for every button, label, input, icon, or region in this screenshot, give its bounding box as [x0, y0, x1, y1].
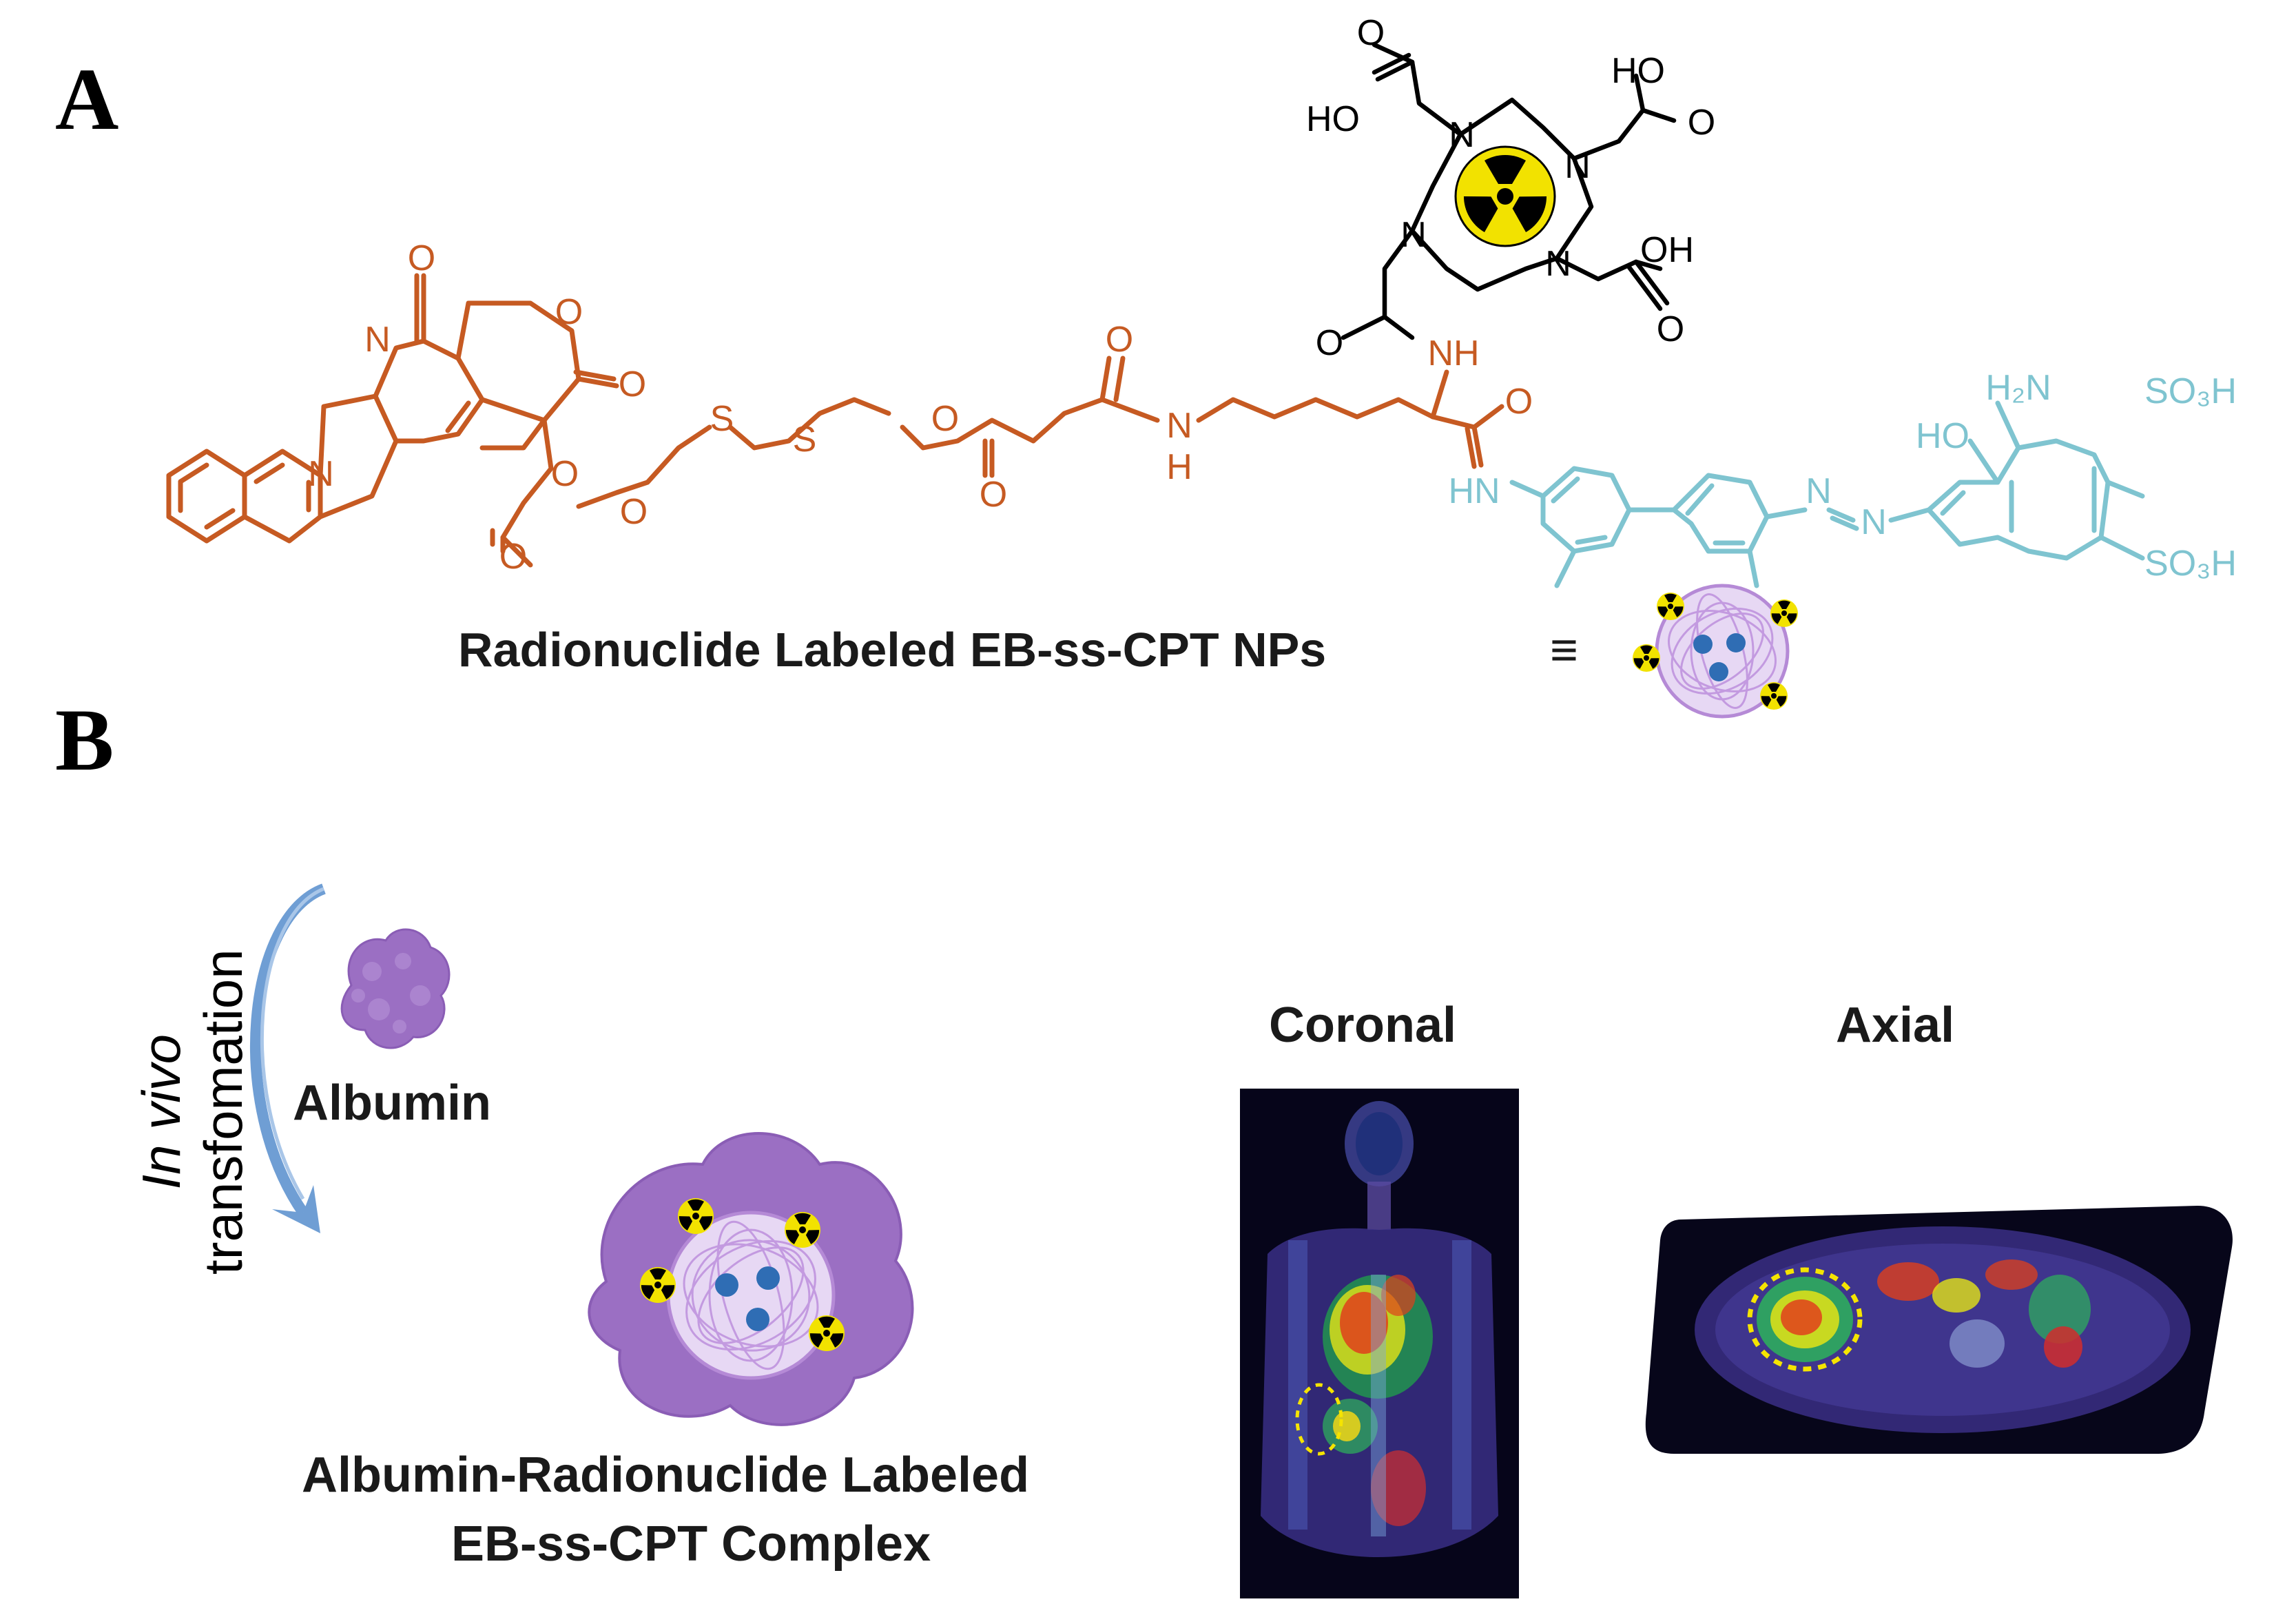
atom-n: N — [1400, 215, 1427, 255]
atom-oh: OH — [1640, 230, 1694, 270]
atom-n: N — [1166, 406, 1192, 446]
atom-o: O — [980, 475, 1007, 515]
atom-o: O — [931, 399, 959, 439]
albumin-label: Albumin — [293, 1076, 491, 1131]
atom-ho: HO — [1611, 51, 1665, 91]
atom-o: O — [1505, 382, 1533, 422]
complex-label-line-2: EB-ss-CPT Complex — [451, 1516, 931, 1572]
axial-pet-ct-image — [1645, 1206, 2233, 1454]
radiation-icon — [809, 1315, 845, 1351]
atom-o: O — [1688, 103, 1715, 143]
albumin-complex-icon — [588, 1132, 914, 1426]
axial-label: Axial — [1836, 998, 1955, 1053]
radiation-icon — [678, 1198, 714, 1234]
equivalence-symbol: ≡ — [1550, 623, 1578, 677]
atom-n: N — [1449, 115, 1475, 155]
atom-s: S — [710, 399, 734, 439]
atom-o: O — [1316, 323, 1343, 363]
atom-ho: HO — [1916, 416, 1969, 456]
atom-n: N — [1545, 244, 1571, 284]
atom-o: O — [555, 292, 583, 332]
atom-n: N — [364, 320, 391, 360]
in-vivo-transformation-label: In vivo transfomation — [131, 949, 254, 1275]
radiation-icon — [1760, 682, 1788, 710]
evans-blue-moiety — [1509, 400, 2145, 588]
atom-o: O — [551, 454, 579, 494]
atom-ho: HO — [1306, 99, 1360, 139]
atom-n: N — [1806, 471, 1832, 511]
atom-s: S — [793, 420, 817, 460]
atom-o: O — [499, 537, 527, 577]
panel-label-a: A — [55, 50, 119, 148]
atom-n: N — [1861, 502, 1887, 542]
coronal-label: Coronal — [1269, 998, 1457, 1053]
atom-o: O — [619, 364, 646, 404]
radiation-trefoil-icon — [1454, 145, 1556, 247]
coronal-pet-ct-image — [1240, 1089, 1519, 1598]
atom-o: O — [1106, 320, 1133, 360]
atom-hn: HN — [1448, 471, 1500, 511]
radiation-icon — [1633, 644, 1660, 672]
atom-o: O — [408, 238, 435, 278]
in-vivo-italic: In vivo — [131, 1034, 192, 1190]
albumin-protein-icon — [340, 928, 451, 1049]
radiation-icon — [785, 1212, 820, 1248]
atom-o: O — [620, 492, 648, 532]
nanoparticle-icon — [1655, 584, 1790, 719]
radiation-icon — [1770, 599, 1798, 627]
atom-so3h: SO₃H — [2144, 371, 2237, 411]
dota-chelator — [1341, 42, 1677, 340]
atom-so3h: SO₃H — [2144, 544, 2237, 584]
radiation-icon — [640, 1267, 676, 1303]
radiation-icon — [1657, 593, 1684, 620]
panel-label-b: B — [55, 691, 114, 789]
atom-n: N — [1564, 146, 1591, 186]
transformation-text: transfomation — [192, 949, 254, 1275]
nanoparticle-label: Radionuclide Labeled EB-ss-CPT NPs — [458, 623, 1327, 677]
atom-nh: NH — [1427, 333, 1479, 373]
curved-arrow-icon — [250, 883, 327, 1233]
atom-n: N — [308, 454, 334, 494]
complex-label-line-1: Albumin-Radionuclide Labeled — [302, 1448, 1030, 1503]
atom-o: O — [1357, 13, 1385, 53]
camptothecin-moiety — [166, 273, 1504, 568]
atom-h: H — [1166, 447, 1192, 487]
atom-o: O — [1657, 309, 1684, 349]
atom-h2n: H₂N — [1985, 368, 2051, 408]
